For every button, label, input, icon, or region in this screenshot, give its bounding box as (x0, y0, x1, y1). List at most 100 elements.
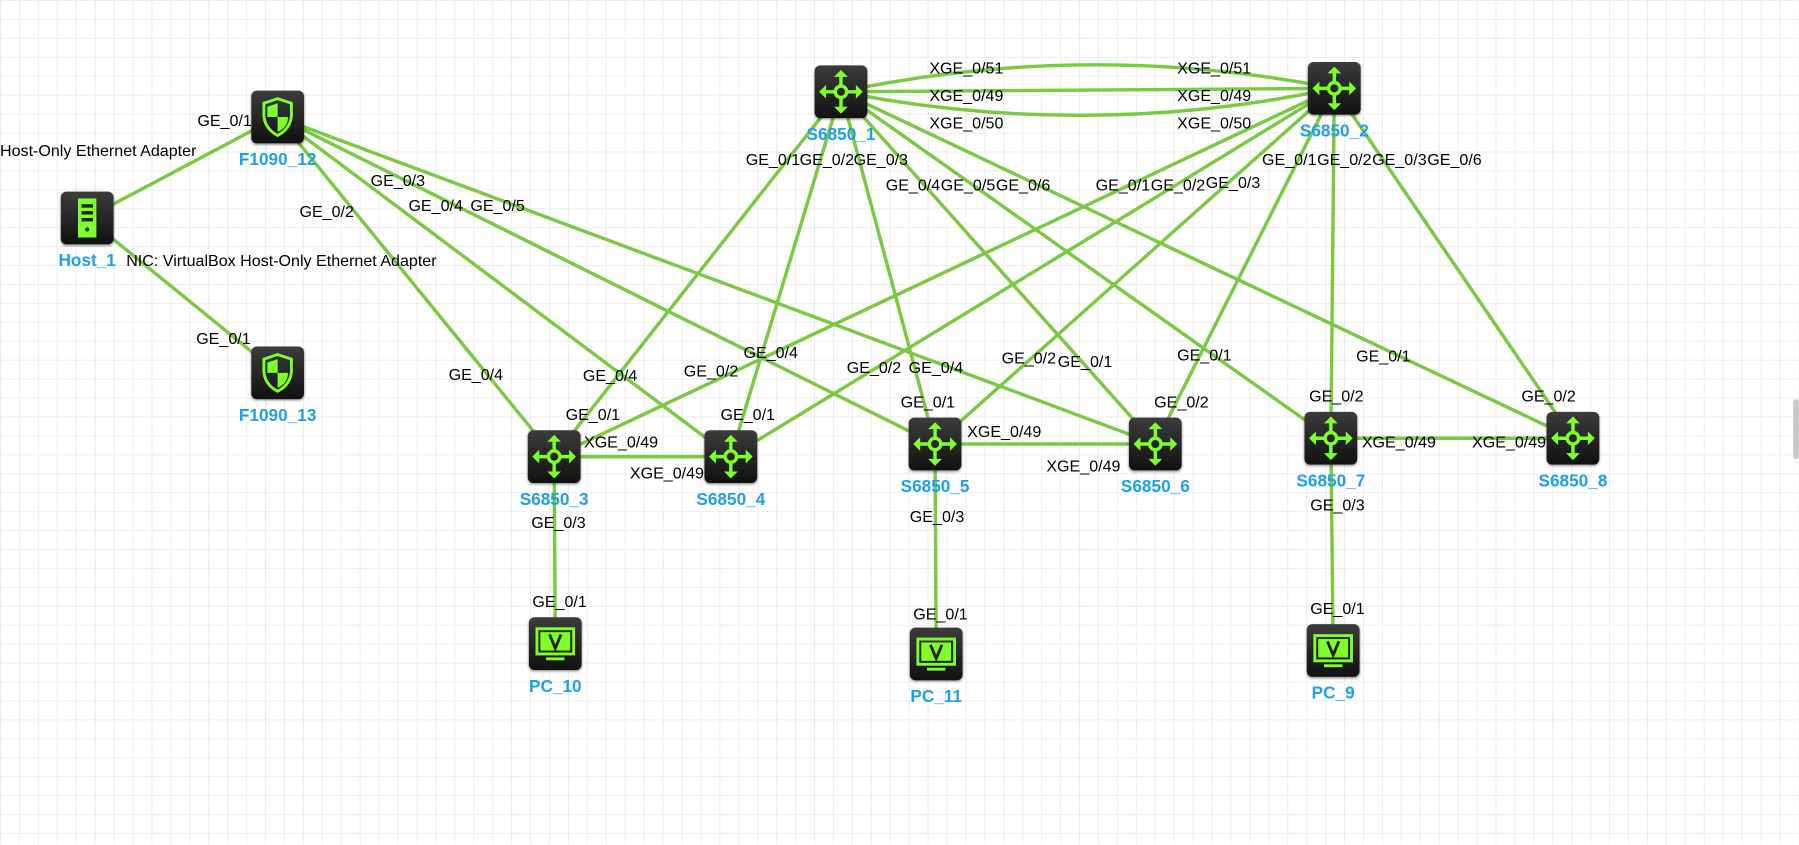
node-S6850_4[interactable] (704, 430, 758, 484)
port-label: XGE_0/50 (929, 113, 1004, 132)
port-label: GE_0/2 (1150, 175, 1206, 194)
node-label[interactable]: S6850_4 (696, 489, 766, 510)
port-label: GE_0/2 (846, 357, 902, 377)
port-label: XGE_0/49 (967, 422, 1042, 441)
port-label: GE_0/4 (582, 365, 638, 385)
switch-icon (819, 69, 863, 114)
port-label: GE_0/2 (1521, 386, 1576, 405)
link-S6850_1-S6850_7[interactable] (839, 90, 1332, 440)
link-S6850_2-S6850_6[interactable] (1153, 87, 1336, 445)
port-label: XGE_0/51 (929, 58, 1004, 77)
switch-icon (1312, 66, 1357, 111)
port-label: GE_0/1 (1095, 175, 1151, 194)
link-S6850_1-S6850_4[interactable] (729, 91, 843, 458)
link-S6850_7-PC_9[interactable] (1329, 438, 1335, 651)
node-label[interactable]: PC_9 (1311, 683, 1355, 704)
port-label: GE_0/5 (470, 196, 525, 215)
link-F1090_12-S6850_4[interactable] (276, 115, 732, 459)
port-label: GE_0/3 (1310, 495, 1365, 514)
node-Host_1[interactable] (60, 191, 114, 245)
link-S6850_2-S6850_8[interactable] (1332, 87, 1575, 440)
port-label: GE_0/1 (532, 592, 587, 611)
node-label[interactable]: S6850_8 (1538, 471, 1608, 492)
node-label[interactable]: F1090_13 (238, 406, 317, 426)
link-S6850_3-PC_10[interactable] (552, 456, 558, 644)
node-PC_9[interactable] (1306, 624, 1360, 677)
switch-icon (913, 422, 957, 466)
link-S6850_1-S6850_2[interactable] (840, 63, 1335, 94)
node-label[interactable]: F1090_12 (238, 150, 317, 170)
node-label[interactable]: S6850_6 (1120, 477, 1190, 497)
link-F1090_12-S6850_5[interactable] (276, 115, 936, 446)
node-label[interactable]: S6850_2 (1299, 121, 1369, 142)
port-label: XGE_0/50 (1177, 113, 1252, 132)
node-S6850_2[interactable] (1307, 61, 1361, 115)
node-label[interactable]: S6850_7 (1296, 471, 1366, 492)
link-S6850_1-S6850_2[interactable] (840, 86, 1335, 94)
port-label: GE_0/3 (1205, 173, 1261, 192)
port-label: GE_0/1 (197, 111, 252, 130)
node-PC_11[interactable] (909, 627, 963, 681)
node-S6850_6[interactable] (1128, 417, 1182, 471)
node-S6850_8[interactable] (1546, 411, 1600, 465)
node-S6850_3[interactable] (527, 430, 581, 484)
node-S6850_1[interactable] (814, 65, 868, 119)
switch-icon (709, 434, 753, 479)
port-label: GE_0/1 (1177, 345, 1232, 364)
link-S6850_1-S6850_6[interactable] (839, 90, 1157, 446)
port-label: XGE_0/49 (929, 86, 1004, 105)
port-label: GE_0/3 (909, 507, 965, 526)
link-S6850_5-PC_11[interactable] (933, 443, 938, 654)
node-S6850_5[interactable] (908, 417, 962, 471)
port-label: GE_0/2 (799, 150, 855, 169)
port-label: GE_0/1 (565, 404, 621, 424)
node-F1090_13[interactable] (251, 346, 305, 400)
port-label: GE_0/1 (1356, 346, 1411, 365)
port-label: GE_0/3 (531, 512, 586, 532)
vertical-scrollbar[interactable] (1793, 399, 1799, 459)
port-label: GE_0/3 (1372, 150, 1427, 169)
switch-icon (1551, 416, 1595, 461)
switch-icon (1309, 416, 1353, 461)
node-label[interactable]: PC_11 (910, 687, 963, 707)
port-label: GE_0/4 (908, 357, 964, 377)
node-label[interactable]: PC_10 (528, 676, 582, 697)
link-S6850_2-S6850_4[interactable] (729, 86, 1336, 459)
port-label: GE_0/2 (1001, 348, 1057, 368)
port-label: GE_0/2 (683, 361, 739, 380)
link-S6850_1-S6850_2[interactable] (840, 86, 1335, 118)
port-label: GE_0/4 (448, 364, 504, 384)
node-label[interactable]: Host_1 (58, 251, 116, 271)
host-icon (78, 198, 97, 238)
link-S6850_1-S6850_8[interactable] (840, 90, 1574, 440)
port-label: GE_0/1 (900, 392, 956, 411)
port-label: GE_0/5 (940, 175, 996, 194)
link-F1090_12-S6850_6[interactable] (277, 115, 1156, 446)
link-S6850_2-S6850_7[interactable] (1329, 88, 1337, 439)
link-S6850_2-S6850_5[interactable] (933, 87, 1336, 446)
link-S6850_1-S6850_5[interactable] (839, 91, 937, 445)
firewall-icon (262, 97, 293, 137)
port-label: GE_0/3 (853, 150, 909, 169)
port-label: XGE_0/49 (1471, 432, 1547, 451)
link-S6850_1-S6850_3[interactable] (552, 90, 843, 458)
node-PC_10[interactable] (528, 617, 582, 671)
link-Host_1-F1090_13[interactable] (86, 216, 279, 375)
port-label: GE_0/2 (1309, 386, 1364, 405)
node-F1090_12[interactable] (251, 90, 305, 144)
node-label[interactable]: S6850_1 (806, 125, 876, 145)
port-label: GE_0/4 (885, 175, 941, 194)
port-label: GE_0/2 (1317, 150, 1372, 169)
port-label: XGE_0/49 (583, 432, 659, 451)
node-label[interactable]: S6850_3 (519, 489, 589, 510)
port-label: GE_0/4 (408, 196, 463, 215)
link-S6850_2-S6850_3[interactable] (553, 86, 1336, 459)
link-F1090_12-S6850_3[interactable] (276, 115, 556, 458)
port-label: GE_0/2 (1154, 392, 1209, 411)
node-S6850_7[interactable] (1304, 411, 1358, 465)
port-label: GE_0/1 (196, 329, 251, 348)
node-label[interactable]: S6850_5 (900, 477, 970, 497)
link-Host_1-F1090_12[interactable] (86, 115, 279, 220)
